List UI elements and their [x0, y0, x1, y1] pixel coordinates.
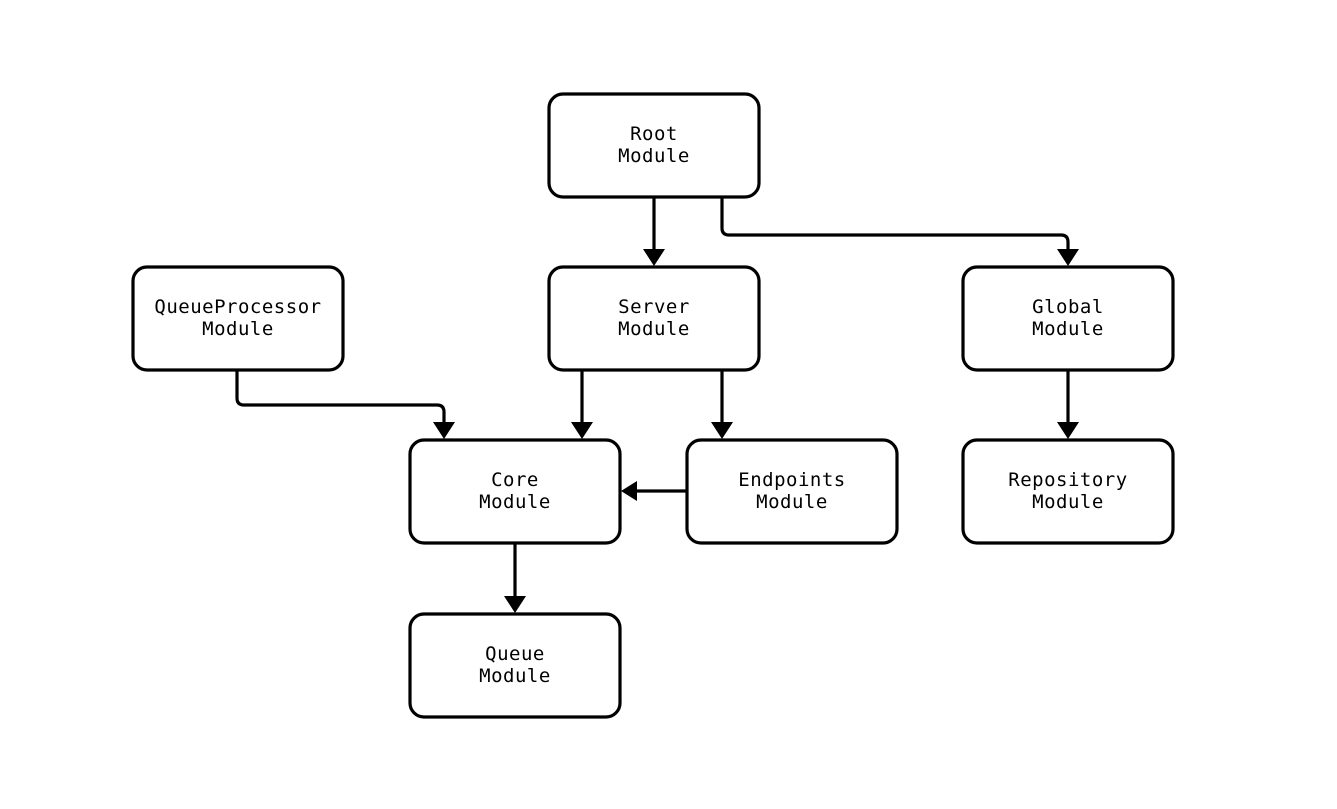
node-label-secondary: Module: [618, 318, 690, 340]
arrow-head-icon: [621, 481, 637, 501]
edge-queueprocessor-to-core: [235, 370, 455, 439]
arrow-head-icon: [1057, 249, 1079, 266]
edge-core-to-queue: [504, 543, 526, 613]
node-box[interactable]: [961, 438, 1175, 545]
arrow-head-icon: [433, 422, 455, 439]
node-box[interactable]: [547, 265, 761, 372]
node-label-primary: Endpoints: [738, 469, 845, 491]
node-label-primary: QueueProcessor: [154, 296, 321, 318]
edge-line: [235, 370, 446, 425]
node-label-primary: Repository: [1008, 469, 1127, 491]
node-box[interactable]: [961, 265, 1175, 372]
edge-line: [720, 197, 1070, 252]
edge-server-to-endpoints: [711, 370, 733, 439]
arrow-head-icon: [711, 422, 733, 439]
node-label-primary: Core: [491, 469, 539, 491]
node-label-secondary: Module: [1032, 491, 1104, 513]
node-box[interactable]: [547, 92, 761, 199]
edge-root-to-global: [720, 197, 1079, 266]
arrow-head-icon: [643, 249, 665, 266]
node-label-primary: Queue: [485, 643, 545, 665]
arrow-head-icon: [504, 596, 526, 613]
node-box[interactable]: [131, 265, 345, 372]
node-label-secondary: Module: [1032, 318, 1104, 340]
edge-server-to-core: [571, 370, 593, 439]
node-label-secondary: Module: [202, 318, 274, 340]
node-label-secondary: Module: [618, 145, 690, 167]
arrow-head-icon: [571, 422, 593, 439]
node-label-secondary: Module: [756, 491, 828, 513]
node-box[interactable]: [685, 438, 899, 545]
node-box[interactable]: [408, 438, 622, 545]
node-label-primary: Root: [630, 123, 678, 145]
arrow-head-icon: [1057, 422, 1079, 439]
edge-endpoints-to-core: [621, 481, 687, 501]
node-label-primary: Global: [1032, 296, 1104, 318]
node-label-secondary: Module: [479, 665, 551, 687]
edge-global-to-repository: [1057, 370, 1079, 439]
nodes-layer: RootModuleQueueProcessorModuleServerModu…: [131, 92, 1175, 719]
node-label-primary: Server: [618, 296, 690, 318]
edge-root-to-server: [643, 197, 665, 266]
node-label-secondary: Module: [479, 491, 551, 513]
node-box[interactable]: [408, 612, 622, 719]
edges-layer: [235, 197, 1079, 613]
